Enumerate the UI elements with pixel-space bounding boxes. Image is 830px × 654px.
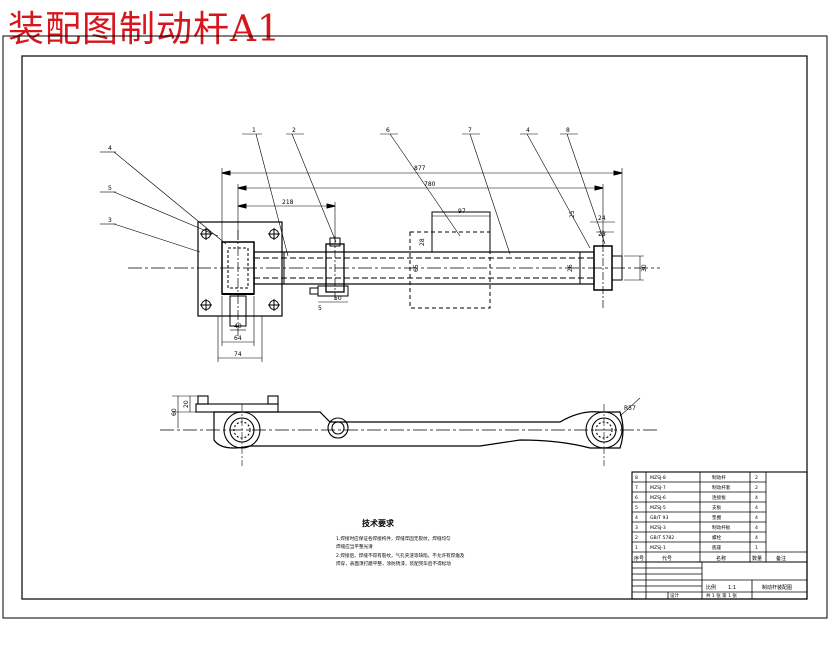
dim-30: 30: [641, 264, 648, 272]
base-plate: [197, 221, 283, 317]
dim-74: 74: [234, 351, 242, 358]
dim-24: 24: [598, 215, 606, 222]
dim-97: 97: [458, 208, 466, 215]
bom-cell-name: 垫圈: [712, 514, 722, 521]
bom-cell-name: 底座: [712, 544, 722, 551]
bom-cell-name: 制动杆套: [712, 484, 731, 491]
bom-cell-code: MZSJ-5: [650, 505, 666, 511]
notes-line-2: 焊缝应当平整光滑: [336, 543, 373, 550]
dim-r57: R57: [624, 405, 636, 412]
notes-line-1: 1.焊接时应保证各焊接构件，焊缝牢固无裂纹，焊缝均匀: [336, 535, 451, 542]
bom-cell-no: 3: [635, 525, 638, 531]
bom-cell-no: 4: [635, 515, 638, 521]
balloon-6: 6: [386, 127, 390, 134]
bom-cell-code: MZSJ-8: [650, 475, 666, 481]
dim-26: 26: [567, 264, 574, 272]
sheet-border-inner: [21, 55, 808, 600]
dim-877: 877: [414, 165, 426, 172]
dim-28: 28: [419, 238, 426, 246]
notes-line-3: 2.焊接后，焊缝不得有裂纹，气孔夹渣等缺陷，不允许有焊瘤及: [336, 552, 465, 559]
bom-cell-code: GB/T 93: [650, 515, 668, 521]
balloon-labels: 4 5 3 1 2 6 7 4 8: [108, 127, 570, 224]
bom-cell-qty: 2: [755, 475, 758, 481]
notes-line-4: 焊穿，表面须打磨平整，涂防锈漆，装配完毕后不得松动: [336, 560, 451, 567]
dim-218: 218: [282, 199, 294, 206]
bom-cell-no: 7: [635, 485, 638, 491]
bom-header-no: 序号: [634, 555, 644, 562]
drawing-name: 制动杆装配图: [762, 584, 792, 591]
bom-cell-name: 制动杆板: [712, 524, 731, 531]
dim-5: 5: [318, 305, 322, 312]
bom-cell-qty: 2: [755, 485, 758, 491]
scale-label: 比例: [706, 584, 716, 591]
bom-cell-qty: 4: [755, 515, 758, 521]
bom-cell-code: MZSJ-6: [650, 495, 666, 501]
balloon-9: 8: [566, 127, 570, 134]
dim-28b: 28: [598, 231, 606, 238]
scale-value: 1:1: [728, 585, 736, 591]
bom-cell-qty: 1: [755, 545, 758, 551]
bom-cell-code: MZSJ-1: [650, 545, 666, 551]
dim-20: 20: [183, 400, 190, 408]
balloon-8: 4: [526, 127, 530, 134]
dim-25: 25: [569, 210, 576, 218]
bom-cell-name: 支板: [712, 504, 722, 511]
bom-header-code: 代号: [662, 555, 672, 562]
bom-cell-name: 制动杆: [712, 474, 726, 481]
dim-65: 65: [413, 264, 420, 272]
notes-heading: 技术要求: [362, 518, 395, 528]
bom-cell-name: 螺栓: [712, 534, 722, 541]
balloon-5: 2: [292, 127, 296, 134]
sheet-border-outer: [2, 35, 828, 619]
bom-cell-no: 8: [635, 475, 638, 481]
sheet-count: 共 1 张 第 1 张: [706, 592, 737, 599]
balloon-7: 7: [468, 127, 472, 134]
bom-cell-qty: 4: [755, 525, 758, 531]
bom-cell-name: 连接板: [712, 494, 726, 501]
bom-cell-qty: 4: [755, 535, 758, 541]
bom-cell-qty: 4: [755, 495, 758, 501]
bom-cell-no: 6: [635, 495, 638, 501]
bom-header-note: 备注: [776, 555, 786, 562]
bom-cell-no: 1: [635, 545, 638, 551]
dim-40: 40: [234, 323, 242, 330]
dim-780: 780: [424, 181, 436, 188]
page-title: 装配图制动杆A1: [8, 9, 281, 50]
designer-label: 设计: [670, 592, 679, 599]
balloon-2: 5: [108, 185, 112, 192]
bom-cell-code: MZSJ-7: [650, 485, 666, 491]
balloon-1: 4: [108, 145, 112, 152]
top-view: [100, 133, 660, 362]
technical-notes: 技术要求 1.焊接时应保证各焊接构件，焊缝牢固无裂纹，焊缝均匀 焊缝应当平整光滑…: [336, 518, 465, 567]
balloon-3: 3: [108, 217, 112, 224]
title-block-text: 序号 代号 名称 数量 备注 比例 1:1 制动杆装配图 共 1 张 第 1 张…: [634, 555, 792, 599]
bom-cell-code: MZSJ-3: [650, 525, 666, 531]
bom-cell-code: GB/T 5782: [650, 535, 674, 541]
bom-cell-no: 2: [635, 535, 638, 541]
side-view: [160, 395, 660, 466]
dim-60: 60: [171, 408, 178, 416]
bom-cell-qty: 4: [755, 505, 758, 511]
dimension-labels: 877 780 218 97 28 28 24 25 30 65 26 40 6…: [171, 165, 648, 416]
dim-64: 64: [234, 335, 242, 342]
bom-header-qty: 数量: [752, 555, 762, 562]
bill-of-materials: [631, 471, 808, 600]
balloon-4: 1: [252, 127, 256, 134]
dim-50: 50: [334, 295, 342, 302]
bom-cell-no: 5: [635, 505, 638, 511]
bom-header-name: 名称: [716, 555, 726, 562]
